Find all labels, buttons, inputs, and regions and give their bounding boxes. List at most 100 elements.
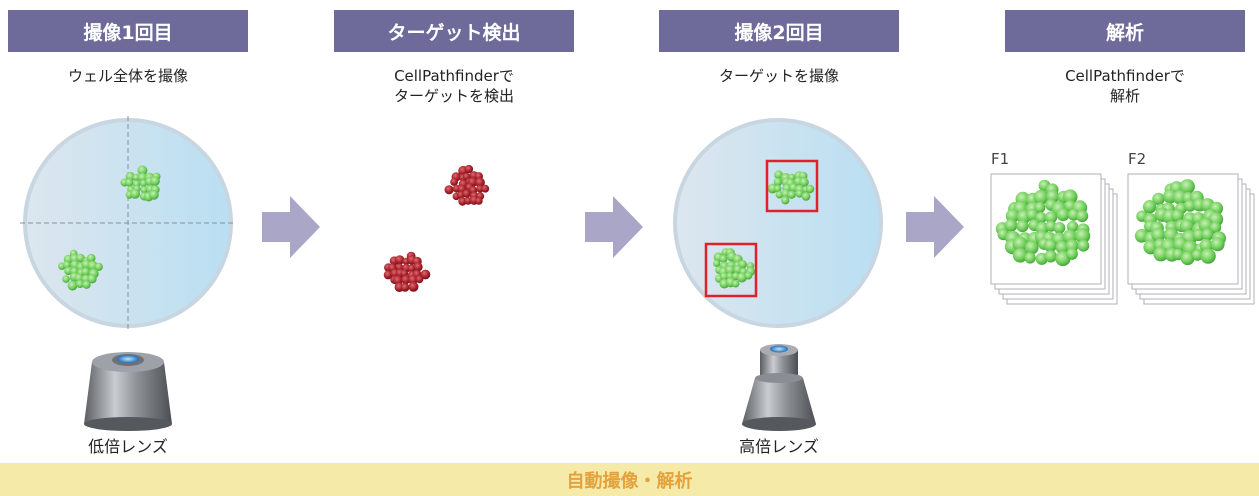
cell [1077,239,1090,252]
cell [125,178,134,187]
cell [1200,248,1216,264]
cell [464,164,474,174]
cell [801,192,811,201]
cell [408,281,419,292]
cell [420,269,431,280]
cell [1142,200,1157,214]
cell [1180,251,1195,266]
target-box [704,242,758,298]
cell [1045,211,1058,224]
workflow-illustration [20,116,1255,431]
cell [481,184,490,193]
cell [81,267,90,277]
step4-subtitle-line1: CellPathfinderで [1065,67,1185,85]
target-box [765,159,819,213]
cell [781,196,790,205]
red-cell-cluster [444,164,490,206]
cell [719,254,728,263]
step4-subtitle: CellPathfinderで 解析 [1005,66,1245,106]
cell [720,272,729,281]
cell [1024,240,1039,255]
cell [67,280,78,291]
cell [76,253,85,263]
cell [795,189,804,198]
cell [140,186,148,194]
arrow-3 [906,196,964,258]
cell [1033,189,1049,205]
cell [1152,192,1165,206]
cell [137,165,148,176]
step1-subtitle-line: ウェル全体を撮像 [67,67,188,85]
cell [62,275,70,283]
cell [1044,250,1057,263]
cell [774,170,783,180]
arrow-1 [262,196,320,258]
step2-subtitle-line1: CellPathfinderで [394,67,514,85]
step3-header: 撮像2回目 [659,10,899,52]
cell [736,272,747,283]
cell [1151,227,1166,242]
cell [400,283,410,292]
cell [1056,208,1070,222]
cell [150,176,160,186]
cell [799,177,809,187]
cell [1076,210,1089,223]
cell [1012,236,1028,252]
panel-label-f2: F2 [1128,150,1147,168]
cell [458,197,467,206]
step3-subtitle-line: ターゲットを撮像 [718,67,839,85]
cell [713,259,721,268]
cell [87,274,97,284]
green-cell-cluster [767,170,815,205]
green-cell-cluster [120,165,161,202]
step4-subtitle-line2: 解析 [1109,87,1140,105]
cell [1055,240,1069,254]
cell [132,173,140,182]
cell [805,184,815,194]
automation-banner: 自動撮像・解析 [0,463,1259,496]
cell [1024,252,1036,264]
cell [401,275,411,285]
cell [1179,219,1194,234]
step1-subtitle: ウェル全体を撮像 [8,66,248,86]
cell [1210,237,1225,252]
step2-subtitle-line2: ターゲットを検出 [393,87,514,105]
cell [1209,221,1222,234]
green-cell-cluster-large [995,179,1091,267]
cell [1034,201,1046,214]
step3-subtitle: ターゲットを撮像 [659,66,899,86]
cell [415,275,424,284]
low-mag-lens-label: 低倍レンズ [88,437,168,456]
cell [395,255,405,265]
cell [462,189,471,198]
cell [130,189,141,199]
cell [787,190,796,199]
cell [407,264,416,273]
cell [76,280,85,288]
cell [1053,222,1066,234]
low-mag-lens-icon [84,352,172,431]
green-cell-cluster-large [1134,179,1227,266]
cell [475,177,485,188]
cell [1192,228,1205,242]
cell [149,189,159,200]
cell [63,261,71,269]
cell [732,280,740,288]
cell [450,178,458,186]
cell [64,266,73,276]
well-step1 [20,116,236,330]
cell [1012,248,1028,263]
green-cell-cluster [713,248,756,289]
arrow-2 [585,196,643,258]
cell [1066,248,1078,260]
cell [1062,189,1078,205]
cell [1171,209,1184,222]
cell [82,280,91,289]
cell [1191,249,1204,261]
cell [383,270,393,280]
cell [1153,246,1169,262]
automation-banner-text: 自動撮像・解析 [566,470,693,492]
cell [774,185,782,193]
cell [1184,199,1196,212]
cell [1066,220,1079,233]
